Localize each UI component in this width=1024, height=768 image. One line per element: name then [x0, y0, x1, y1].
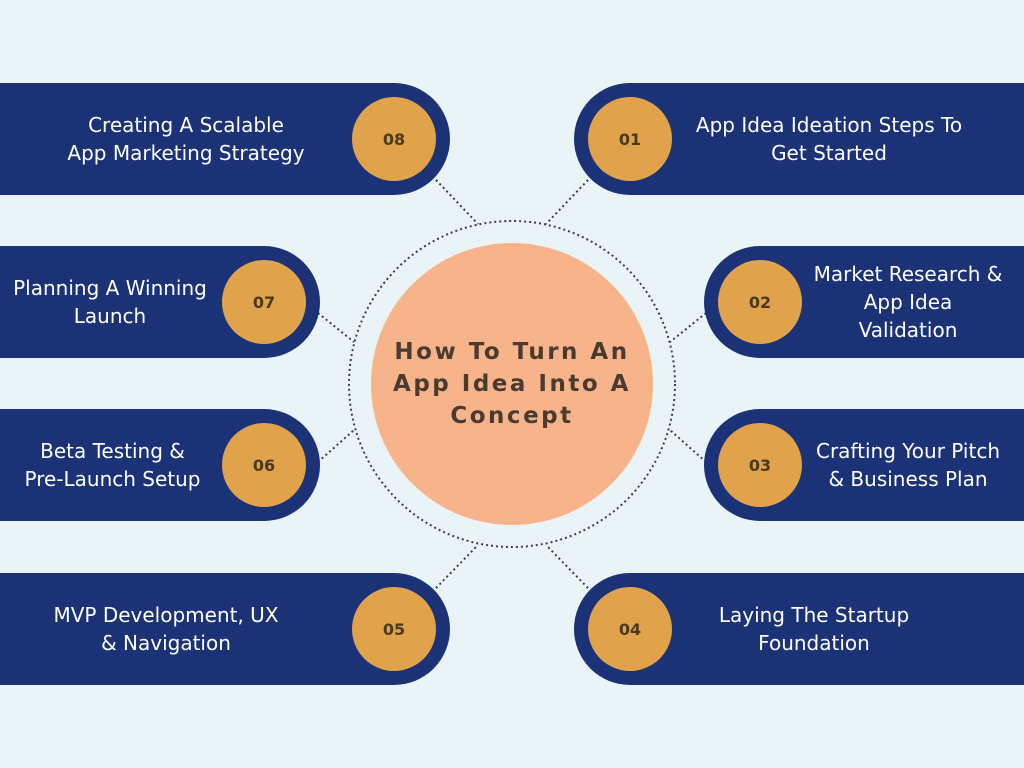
connector-05 [435, 544, 479, 589]
connector-02 [669, 312, 707, 343]
step-label: Creating A Scalable App Marketing Strate… [67, 113, 305, 165]
step-number: 01 [588, 97, 672, 181]
step-08: Creating A Scalable App Marketing Strate… [0, 83, 450, 195]
step-07: Planning A Winning Launch 07 [0, 246, 320, 358]
step-01: 01 App Idea Ideation Steps To Get Starte… [574, 83, 1024, 195]
step-label: Crafting Your Pitch & Business Plan [815, 439, 1000, 491]
step-04: 04 Laying The Startup Foundation [574, 573, 1024, 685]
step-label: Laying The Startup Foundation [718, 603, 910, 655]
center-title-circle: How To Turn An App Idea Into A Concept [371, 243, 653, 525]
step-label: Market Research & App Idea Validation [813, 262, 1003, 342]
step-number: 05 [352, 587, 436, 671]
connector-04 [545, 544, 589, 589]
connector-07 [317, 312, 355, 343]
step-number: 06 [222, 423, 306, 507]
step-05: MVP Development, UX & Navigation 05 [0, 573, 450, 685]
step-number: 04 [588, 587, 672, 671]
connector-06 [317, 429, 355, 463]
step-label: Planning A Winning Launch [13, 276, 207, 328]
step-number: 02 [718, 260, 802, 344]
step-03: 03 Crafting Your Pitch & Business Plan [704, 409, 1024, 521]
step-06: Beta Testing & Pre-Launch Setup 06 [0, 409, 320, 521]
connector-03 [669, 429, 707, 463]
step-number: 03 [718, 423, 802, 507]
step-number: 08 [352, 97, 436, 181]
step-label: Beta Testing & Pre-Launch Setup [24, 439, 201, 491]
step-number: 07 [222, 260, 306, 344]
diagram-title: How To Turn An App Idea Into A Concept [393, 339, 631, 429]
step-label: App Idea Ideation Steps To Get Started [695, 113, 963, 165]
connector-08 [435, 179, 479, 225]
step-02: 02 Market Research & App Idea Validation [704, 246, 1024, 358]
step-label: MVP Development, UX & Navigation [53, 603, 279, 655]
dotted-ring [348, 220, 676, 548]
connector-01 [545, 179, 589, 225]
